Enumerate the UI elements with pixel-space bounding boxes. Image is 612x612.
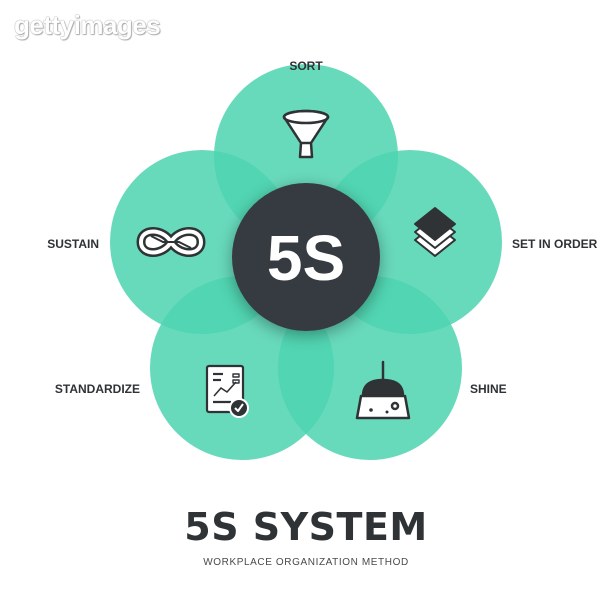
page-title: 5S SYSTEM: [184, 505, 428, 549]
label-standardize: STANDARDIZE: [55, 382, 140, 396]
dustpan-icon: [355, 360, 411, 420]
center-circle: [232, 183, 380, 331]
infinity-icon: [136, 227, 206, 257]
label-sort: SORT: [289, 59, 323, 73]
funnel-icon: [282, 109, 330, 159]
center-label: 5S: [267, 222, 345, 294]
layers-icon: [414, 207, 456, 257]
watermark-logo: gettyimages: [14, 10, 161, 40]
page-subtitle: WORKPLACE ORGANIZATION METHOD: [203, 557, 409, 568]
label-set-in-order: SET IN ORDER: [512, 237, 598, 251]
label-shine: SHINE: [470, 382, 507, 396]
label-sustain: SUSTAIN: [47, 237, 99, 251]
checklist-document-icon: [205, 364, 249, 418]
